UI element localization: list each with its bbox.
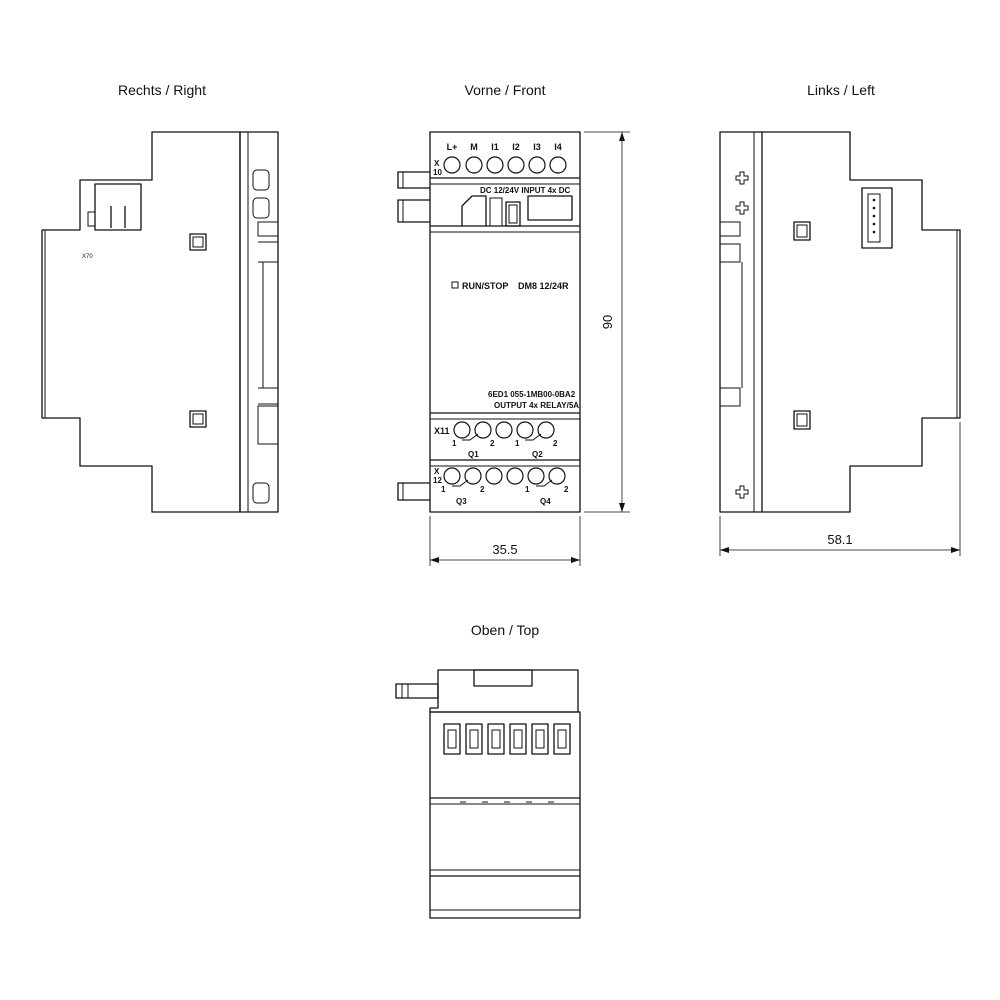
terminal-screw (528, 156, 546, 174)
svg-text:2: 2 (564, 485, 569, 494)
terminal-screw (443, 156, 461, 174)
svg-text:1: 1 (525, 485, 530, 494)
terminal-screw (507, 156, 525, 174)
view-title-top: Oben / Top (470, 622, 540, 638)
q1-label: Q1 (468, 450, 479, 459)
svg-text:1: 1 (452, 439, 457, 448)
dimension-height: 90 (584, 131, 630, 513)
terminal-screw (465, 156, 483, 174)
output-spec-label: OUTPUT 4x RELAY/5A (494, 401, 579, 410)
terminal-screw (486, 156, 504, 174)
front-view: X 10 L+ M I1 I2 I3 I4 DC 12/24V INPUT 4x… (397, 131, 581, 513)
terminal-label-i2: I2 (512, 142, 520, 152)
svg-text:2: 2 (553, 439, 558, 448)
view-title-front: Vorne / Front (464, 82, 546, 98)
q2-label: Q2 (532, 450, 543, 459)
dimension-width-value: 35.5 (492, 542, 517, 557)
view-title-left: Links / Left (807, 82, 875, 98)
svg-text:12: 12 (433, 476, 442, 485)
dimension-width: 35.5 (429, 516, 581, 566)
svg-text:X: X (434, 467, 440, 476)
terminal-label-lplus: L+ (447, 142, 458, 152)
terminal-label-i1: I1 (491, 142, 499, 152)
q4-label: Q4 (540, 497, 551, 506)
order-number-label: 6ED1 055-1MB00-0BA2 (488, 390, 576, 399)
terminal-label-m: M (470, 142, 478, 152)
run-stop-label: RUN/STOP (462, 281, 508, 291)
svg-text:10: 10 (433, 168, 442, 177)
q3-label: Q3 (456, 497, 467, 506)
terminal-label-i3: I3 (533, 142, 541, 152)
input-spec-label: DC 12/24V INPUT 4x DC (480, 186, 570, 195)
svg-text:1: 1 (515, 439, 520, 448)
right-side-view: X70 (41, 131, 279, 513)
dimension-depth-value: 58.1 (827, 532, 852, 547)
left-side-view (719, 131, 961, 513)
svg-text:2: 2 (480, 485, 485, 494)
x70-label: X70 (82, 254, 93, 260)
svg-text:X: X (434, 159, 440, 168)
dimension-height-value: 90 (600, 315, 615, 329)
run-stop-led (451, 281, 459, 289)
terminal-screw (549, 156, 567, 174)
svg-text:2: 2 (490, 439, 495, 448)
model-label: DM8 12/24R (518, 281, 569, 291)
x11-label: X11 (434, 426, 450, 436)
svg-text:1: 1 (441, 485, 446, 494)
top-view (395, 669, 581, 919)
terminal-label-i4: I4 (554, 142, 562, 152)
view-title-right: Rechts / Right (118, 82, 206, 98)
dimension-depth: 58.1 (719, 422, 961, 556)
